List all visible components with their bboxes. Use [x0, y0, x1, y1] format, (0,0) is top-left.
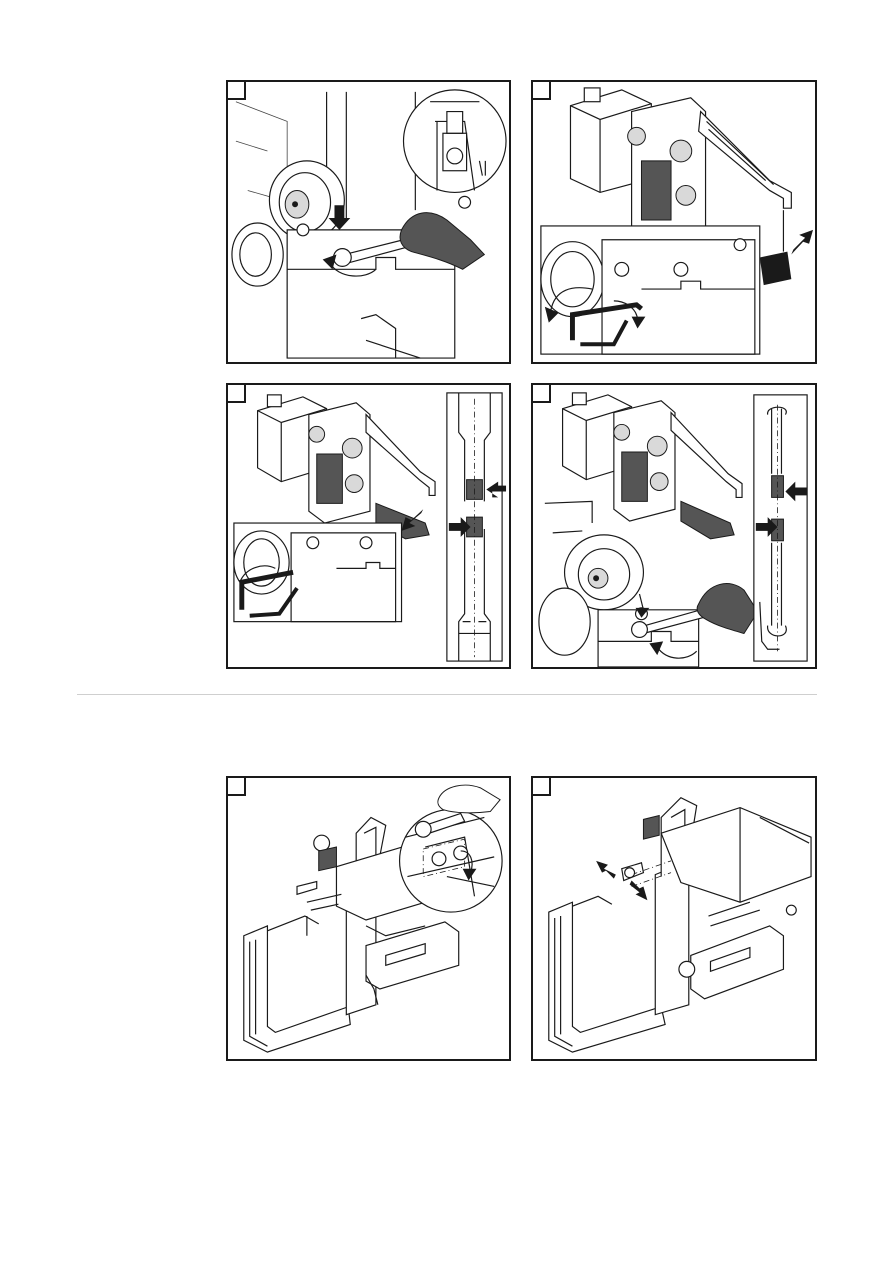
- hand-icon: [697, 584, 758, 634]
- section-divider: [77, 694, 817, 695]
- figure-2: [531, 80, 817, 364]
- step-number-box: [228, 385, 246, 403]
- arrow-right-icon: [791, 230, 813, 255]
- arrow-right-icon: [630, 881, 648, 901]
- figure-3-drawing: [228, 385, 509, 667]
- figure-1-drawing: [228, 82, 509, 362]
- figure-4: [531, 383, 817, 669]
- step-number-box: [533, 778, 551, 796]
- figure-1: [226, 80, 511, 364]
- gun-assembly-icon: [545, 393, 742, 539]
- c-frame-icon: [549, 798, 811, 1052]
- step-number-box: [228, 82, 246, 100]
- gun-assembly-icon: [258, 395, 435, 539]
- figure-5-drawing: [228, 778, 509, 1059]
- step-number-box: [228, 778, 246, 796]
- step-number-box: [533, 82, 551, 100]
- arrow-left-icon: [596, 861, 616, 879]
- figure-2-drawing: [533, 82, 815, 362]
- figure-6-drawing: [533, 778, 815, 1059]
- figure-5: [226, 776, 511, 1061]
- hand-icon: [438, 785, 500, 813]
- figure-3: [226, 383, 511, 669]
- step-number-box: [533, 385, 551, 403]
- zoom-callout-icon: [404, 90, 507, 193]
- figure-6: [531, 776, 817, 1061]
- figure-4-drawing: [533, 385, 815, 667]
